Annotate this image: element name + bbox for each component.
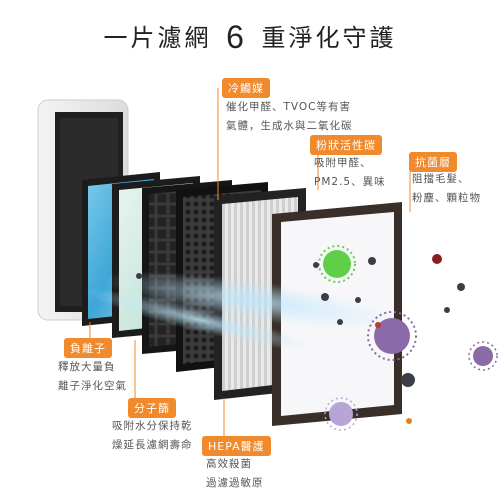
antibacterial-line-1: 阻擋毛髮、: [412, 173, 470, 185]
hepa-line-1: 高效殺菌: [206, 458, 252, 470]
anion-tag: 負離子: [64, 338, 112, 358]
title-suffix: 重淨化守護: [261, 24, 397, 52]
title-prefix: 一片濾網: [103, 24, 212, 52]
germ-purple-small-icon: [468, 341, 498, 371]
title-number: 6: [226, 19, 247, 55]
hepa-tag: HEPA醫護: [202, 436, 271, 456]
carbon-tag: 粉狀活性碳: [310, 135, 382, 155]
carbon-description: 吸附甲醛、 PM2.5、異味: [314, 154, 386, 192]
antibacterial-tag: 抗菌層: [409, 152, 457, 172]
molecular-sieve-line-2: 燥延長濾網壽命: [112, 439, 193, 451]
anion-line-1: 釋放大量負: [58, 361, 116, 373]
molecular-sieve-line-1: 吸附水分保持乾: [112, 420, 193, 432]
airflow-stream: [83, 271, 399, 352]
dust-particles: [136, 254, 465, 424]
antibacterial-line-2: 粉塵、顆粒物: [412, 192, 481, 204]
hepa-line-2: 過濾過敏原: [206, 477, 264, 489]
catalyst-tag: 冷觸媒: [222, 78, 270, 98]
catalyst-line-2: 氣體，生成水與二氧化碳: [226, 120, 353, 132]
carbon-line-2: PM2.5、異味: [314, 176, 386, 188]
germ-green-icon: [318, 245, 356, 283]
molecular-sieve-description: 吸附水分保持乾 燥延長濾網壽命: [112, 417, 193, 455]
carbon-line-1: 吸附甲醛、: [314, 157, 372, 169]
germ-lavender-icon: [324, 397, 358, 431]
molecular-sieve-tag: 分子篩: [128, 398, 176, 418]
anion-line-2: 離子淨化空氣: [58, 380, 127, 392]
catalyst-description: 催化甲醛、TVOC等有害 氣體，生成水與二氧化碳: [226, 98, 353, 136]
hepa-description: 高效殺菌 過濾過敏原: [206, 455, 264, 493]
catalyst-line-1: 催化甲醛、TVOC等有害: [226, 101, 352, 113]
page-title: 一片濾網 6 重淨化守護: [0, 18, 500, 56]
anion-description: 釋放大量負 離子淨化空氣: [58, 358, 127, 396]
germ-purple-icon: [367, 311, 417, 361]
antibacterial-description: 阻擋毛髮、 粉塵、顆粒物: [412, 170, 481, 208]
